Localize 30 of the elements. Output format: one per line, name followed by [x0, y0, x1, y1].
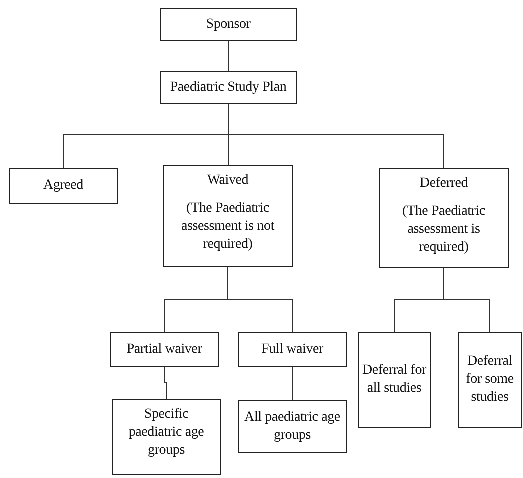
box-title: Full waiver [262, 340, 324, 358]
org-box [163, 165, 293, 267]
connector-line [228, 266, 293, 332]
connector-line [164, 366, 167, 400]
org-box [160, 71, 297, 104]
box-title: Specific paediatric age groups [128, 406, 206, 460]
org-box [110, 332, 219, 367]
connector-line [292, 366, 293, 400]
box-title: Partial waiver [126, 340, 202, 358]
box-note: (The Paediatric assessment is not required) [180, 200, 276, 254]
connector-line [228, 104, 444, 168]
org-box [9, 168, 118, 204]
box-title: Deferred [420, 175, 468, 193]
org-box [112, 399, 221, 475]
connector-line [444, 268, 490, 332]
box-title: Deferral for some studies [465, 353, 515, 407]
box-title: Sponsor [206, 16, 251, 34]
org-box [358, 332, 431, 428]
org-box [379, 168, 509, 268]
box-note: (The Paediatric assessment is required) [402, 203, 486, 257]
org-box [238, 400, 347, 453]
box-title: Deferral for all studies [362, 362, 427, 398]
connector-line [228, 40, 229, 72]
org-box [458, 332, 522, 428]
box-title: Agreed [43, 177, 84, 195]
box-title: All paediatric age groups [244, 408, 342, 444]
org-box [238, 332, 347, 367]
org-box [160, 8, 297, 41]
box-title: Waived [207, 172, 249, 190]
box-title: Paediatric Study Plan [170, 78, 287, 96]
